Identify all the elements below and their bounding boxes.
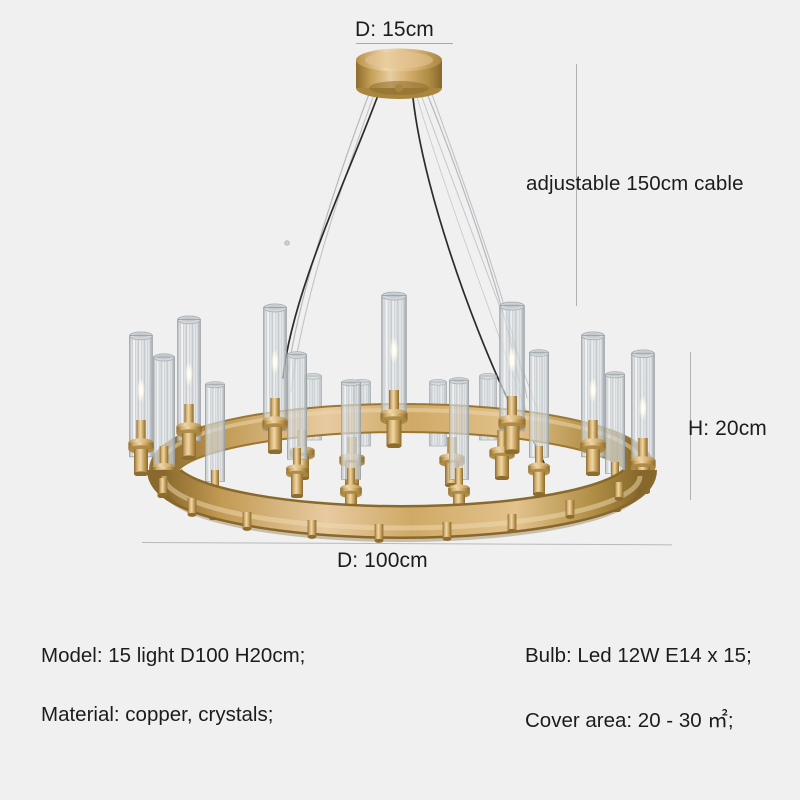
height-dimension-label: H: 20cm <box>688 417 767 440</box>
suspension-cables <box>287 85 546 453</box>
spec-material: Material: copper, crystals; <box>41 703 274 726</box>
canopy-diameter-label: D: 15cm <box>355 18 434 41</box>
cable-length-label: adjustable 150cm cable <box>526 172 744 195</box>
ring-diameter-label: D: 100cm <box>337 549 428 572</box>
spec-cover-area: Cover area: 20 - 30 ㎡; <box>525 709 734 732</box>
cable-adjuster <box>284 240 290 246</box>
ceiling-canopy <box>356 48 442 99</box>
canopy-diameter-line <box>356 43 453 44</box>
spec-bulb: Bulb: Led 12W E14 x 15; <box>525 644 752 667</box>
front-row-lights <box>129 291 655 482</box>
cable-length-line <box>576 64 577 306</box>
bulb-flames <box>137 336 647 421</box>
spec-model: Model: 15 light D100 H20cm; <box>41 644 306 667</box>
height-dimension-line <box>690 352 691 500</box>
